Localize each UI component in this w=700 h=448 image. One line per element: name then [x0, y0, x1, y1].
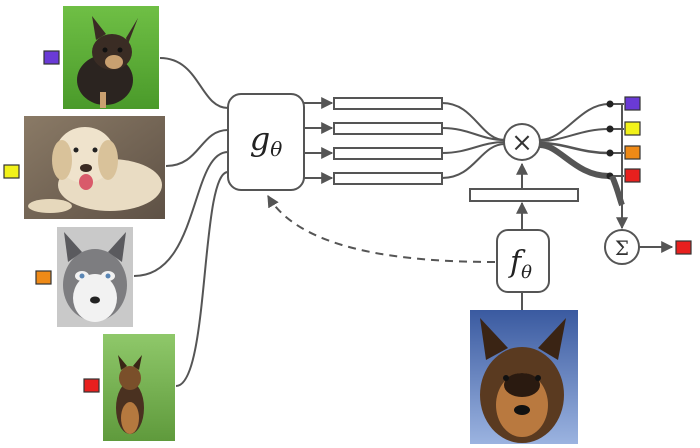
german-shepherd-small-image	[103, 334, 175, 441]
output-marker-orange	[624, 145, 641, 160]
connection-3	[133, 151, 229, 277]
embedding-bar-1	[333, 97, 443, 110]
sum-symbol: Σ	[615, 236, 629, 260]
product-node: ×	[503, 123, 541, 161]
query-function-f-box: fθ	[496, 229, 550, 293]
embedding-bar-2	[333, 122, 443, 135]
embedding-arrows	[304, 97, 334, 184]
g-label: g	[250, 120, 270, 158]
husky-image	[57, 227, 133, 327]
german-shepherd-query-image	[470, 310, 578, 444]
bar-to-product-connections	[441, 102, 506, 179]
f-subscript: θ	[521, 262, 532, 283]
connection-1	[159, 57, 229, 109]
shared-weights-dashed-arrow	[267, 194, 496, 263]
dominant-score-flow	[609, 174, 625, 207]
labrador-image	[24, 116, 165, 219]
svg-text:gθ: gθ	[250, 120, 283, 161]
g-subscript: θ	[270, 137, 282, 161]
class-marker-red	[83, 378, 100, 393]
class-marker-purple	[43, 50, 60, 65]
sum-node: Σ	[604, 229, 640, 265]
class-marker-orange	[35, 270, 52, 285]
product-symbol: ×	[511, 128, 533, 158]
class-marker-yellow	[3, 164, 20, 179]
chihuahua-image	[63, 6, 159, 109]
product-output-connections	[539, 103, 610, 179]
embedding-bar-3	[333, 147, 443, 160]
final-output-marker-red	[675, 240, 692, 255]
connection-4	[175, 171, 229, 387]
output-marker-purple	[624, 96, 641, 111]
class-scores	[606, 96, 641, 183]
embedding-function-g-box: gθ	[227, 93, 305, 191]
score-dot-yellow	[606, 125, 614, 133]
support-embeddings	[333, 97, 443, 185]
score-dot-purple	[606, 100, 614, 108]
score-dot-orange	[606, 149, 614, 157]
output-marker-red	[624, 168, 641, 183]
support-connections	[133, 57, 229, 387]
query-embedding-bar	[469, 188, 579, 202]
embedding-bar-4	[333, 172, 443, 185]
output-marker-yellow	[624, 121, 641, 136]
connection-2	[165, 129, 229, 167]
